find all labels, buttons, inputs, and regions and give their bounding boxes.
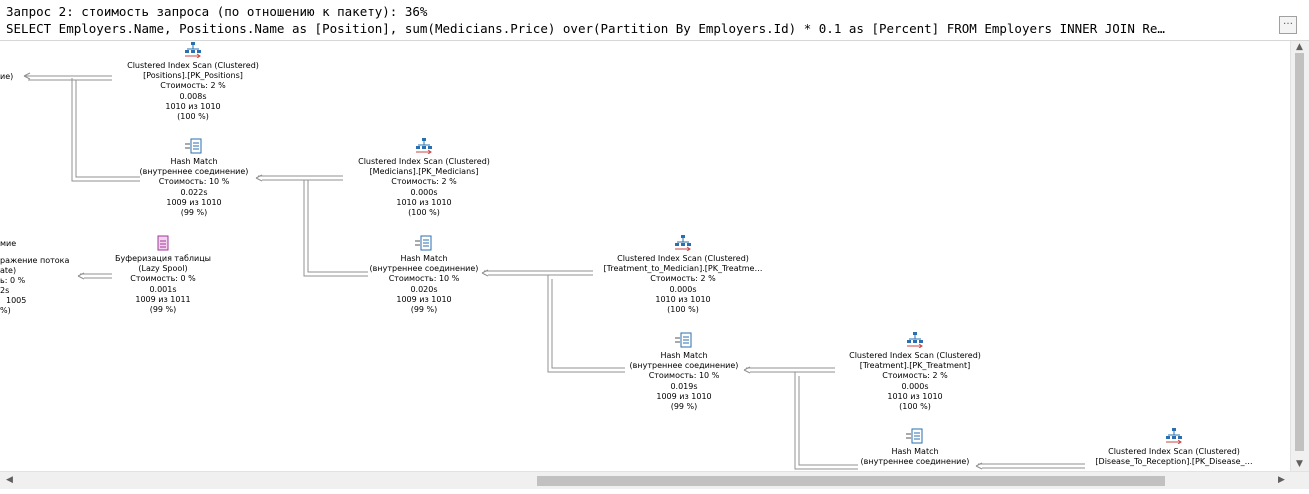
plan-node-hash-match-4[interactable]: Hash Match (внутреннее соединение) <box>815 428 1015 467</box>
execution-plan-canvas[interactable]: ие) мие ражение потока ate) ь: 0 % 2s 10… <box>0 41 1290 471</box>
partial-node-label: мие <box>0 239 17 248</box>
hash-match-icon <box>675 332 692 348</box>
partial-node-label: ие) <box>0 72 14 81</box>
scroll-down-arrow-icon[interactable]: ▼ <box>1296 459 1303 469</box>
table-spool-icon <box>157 235 169 251</box>
clustered-index-scan-icon <box>1166 428 1182 444</box>
clustered-index-scan-icon <box>675 235 691 251</box>
plan-node-hash-match-2[interactable]: Hash Match (внутреннее соединение) Стоим… <box>324 235 524 315</box>
plan-node-lazy-spool[interactable]: Буферизация таблицы (Lazy Spool) Стоимос… <box>63 235 263 315</box>
plan-node-disease-to-reception-scan[interactable]: Clustered Index Scan (Clustered) [Diseas… <box>1074 428 1274 467</box>
plan-node-treatment-to-medician-scan[interactable]: Clustered Index Scan (Clustered) [Treatm… <box>583 235 783 315</box>
plan-node-hash-match-3[interactable]: Hash Match (внутреннее соединение) Стоим… <box>584 332 784 412</box>
partial-node-label: ь: 0 % <box>0 276 26 285</box>
query-cost-title: Запрос 2: стоимость запроса (по отношени… <box>6 4 428 19</box>
query-sql-text[interactable]: SELECT Employers.Name, Positions.Name as… <box>6 21 1165 36</box>
partial-node-label: 2s <box>0 286 10 295</box>
scroll-up-arrow-icon[interactable]: ▲ <box>1296 42 1303 52</box>
plan-node-positions-scan[interactable]: Clustered Index Scan (Clustered) [Positi… <box>93 42 293 122</box>
hash-match-icon <box>415 235 432 251</box>
plan-node-hash-match-1[interactable]: Hash Match (внутреннее соединение) Стоим… <box>94 138 294 218</box>
partial-node-label: ate) <box>0 266 17 275</box>
vertical-scrollbar[interactable]: ▲ ▼ <box>1290 41 1309 471</box>
plan-connectors <box>23 72 1085 470</box>
clustered-index-scan-icon <box>907 332 923 348</box>
scroll-right-arrow-icon[interactable]: ▶ <box>1278 475 1285 485</box>
clustered-index-scan-icon <box>185 42 201 58</box>
vertical-scroll-thumb[interactable] <box>1295 53 1304 451</box>
horizontal-scroll-thumb[interactable] <box>537 476 1165 486</box>
scroll-left-arrow-icon[interactable]: ◀ <box>6 475 13 485</box>
bottom-strip <box>0 489 1309 494</box>
partial-node-label: %) <box>0 306 11 315</box>
plan-node-medicians-scan[interactable]: Clustered Index Scan (Clustered) [Medici… <box>324 138 524 218</box>
partial-node-label: 1005 <box>6 296 27 305</box>
query-header: Запрос 2: стоимость запроса (по отношени… <box>0 0 1309 41</box>
hash-match-icon <box>906 428 923 444</box>
plan-node-treatment-scan[interactable]: Clustered Index Scan (Clustered) [Treatm… <box>815 332 1015 412</box>
clustered-index-scan-icon <box>416 138 432 154</box>
partial-node-label: ражение потока <box>0 256 70 265</box>
horizontal-scrollbar[interactable]: ◀ ▶ <box>0 471 1309 490</box>
hash-match-icon <box>185 138 202 154</box>
expand-query-button[interactable]: … <box>1279 16 1297 34</box>
